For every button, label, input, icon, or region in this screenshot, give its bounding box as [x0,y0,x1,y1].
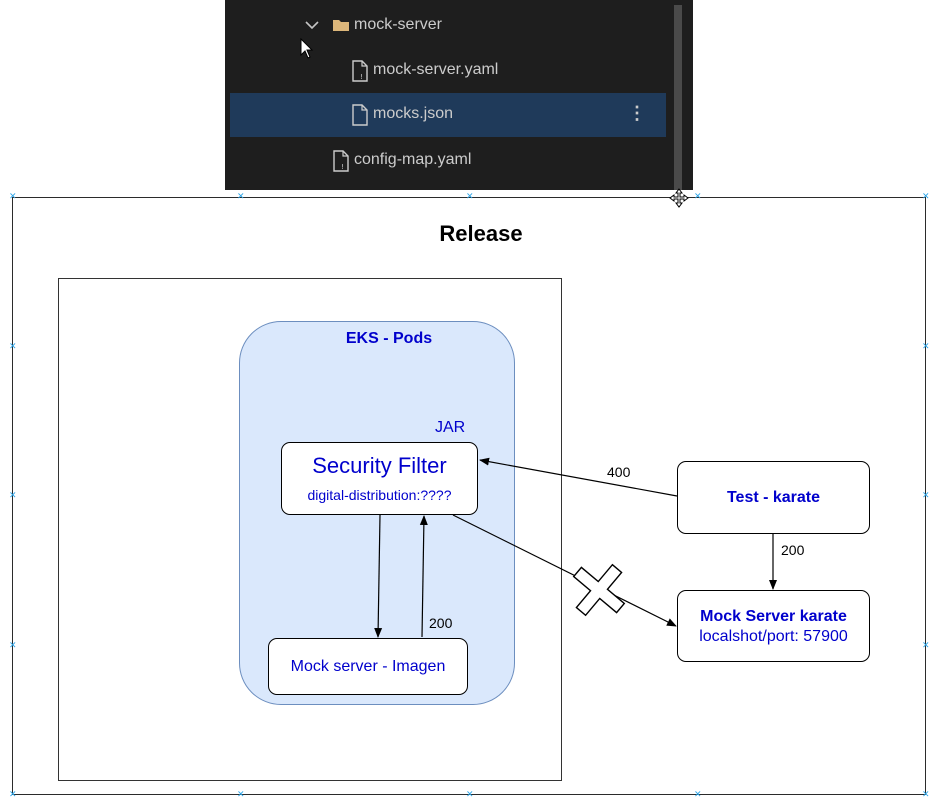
selection-handle-icon[interactable]: ✕ [922,640,930,650]
edge-imagen-to-filter[interactable] [419,515,428,638]
selection-handle-icon[interactable]: ✕ [9,789,17,799]
security-filter-title: Security Filter [312,453,447,478]
yaml-file-icon: ! [332,150,350,177]
edge-label-200-imagen: 200 [429,615,453,631]
selection-handle-icon[interactable]: ✕ [694,191,702,201]
security-filter-node[interactable]: Security Filter digital-distribution:???… [281,442,478,515]
selection-handle-icon[interactable]: ✕ [9,341,17,351]
diagram-title: Release [439,221,523,246]
chevron-down-icon[interactable] [305,17,319,33]
tree-item-config-map-yaml[interactable]: ! config-map.yaml [230,139,666,183]
edge-test-to-filter[interactable] [479,457,678,497]
file-explorer-panel: mock-server ! mock-server.yaml mocks.jso… [225,0,693,190]
selection-handle-icon[interactable]: ✕ [694,789,702,799]
tree-item-mock-server-folder[interactable]: mock-server [230,4,666,48]
selection-handle-icon[interactable]: ✕ [237,789,245,799]
eks-pods-label: EKS - Pods [345,330,433,347]
scrollbar[interactable] [674,5,682,190]
edge-filter-to-mock-karate[interactable] [452,514,677,627]
edge-filter-to-imagen[interactable] [374,514,383,638]
mock-server-imagen-node[interactable]: Mock server - Imagen [268,638,468,695]
mouse-cursor-icon [300,37,314,65]
selection-handle-icon[interactable]: ✕ [922,789,930,799]
edge-label-400: 400 [607,464,631,480]
selection-handle-icon[interactable]: ✕ [922,490,930,500]
jar-label: JAR [435,419,466,436]
selection-handle-icon[interactable]: ✕ [9,490,17,500]
folder-icon [332,18,350,37]
svg-text:!: ! [341,163,344,171]
tree-item-label: mock-server.yaml [373,61,499,78]
tree-item-mock-server-yaml[interactable]: ! mock-server.yaml [230,49,666,93]
test-karate-label: Test - karate [726,489,821,506]
mock-server-karate-node[interactable]: Mock Server karate localshot/port: 57900 [677,590,870,662]
svg-text:!: ! [360,73,363,81]
more-actions-icon[interactable]: ⋮ [628,103,646,123]
tree-item-label: mock-server [354,16,443,33]
release-container[interactable] [12,197,926,795]
selection-handle-icon[interactable]: ✕ [9,640,17,650]
selection-handle-icon[interactable]: ✕ [922,191,930,201]
blocked-cross-icon [572,563,626,617]
tree-item-mocks-json[interactable]: mocks.json ⋮ [230,93,666,137]
inner-container[interactable] [58,278,562,781]
edge-label-200-test: 200 [781,542,805,558]
mock-server-karate-subtitle: localshot/port: 57900 [699,628,848,645]
selection-handle-icon[interactable]: ✕ [466,191,474,201]
move-cursor-icon [669,188,689,213]
mock-server-imagen-label: Mock server - Imagen [290,658,446,675]
selection-handle-icon[interactable]: ✕ [922,341,930,351]
yaml-file-icon: ! [351,60,369,87]
mock-server-karate-title: Mock Server karate [700,608,847,625]
security-filter-subtitle: digital-distribution:???? [307,487,452,503]
file-icon [351,104,369,131]
selection-handle-icon[interactable]: ✕ [237,191,245,201]
tree-item-label: mocks.json [373,105,454,122]
test-karate-node[interactable]: Test - karate [677,461,870,534]
selection-handle-icon[interactable]: ✕ [9,191,17,201]
selection-handle-icon[interactable]: ✕ [466,789,474,799]
tree-item-label: config-map.yaml [354,151,472,168]
